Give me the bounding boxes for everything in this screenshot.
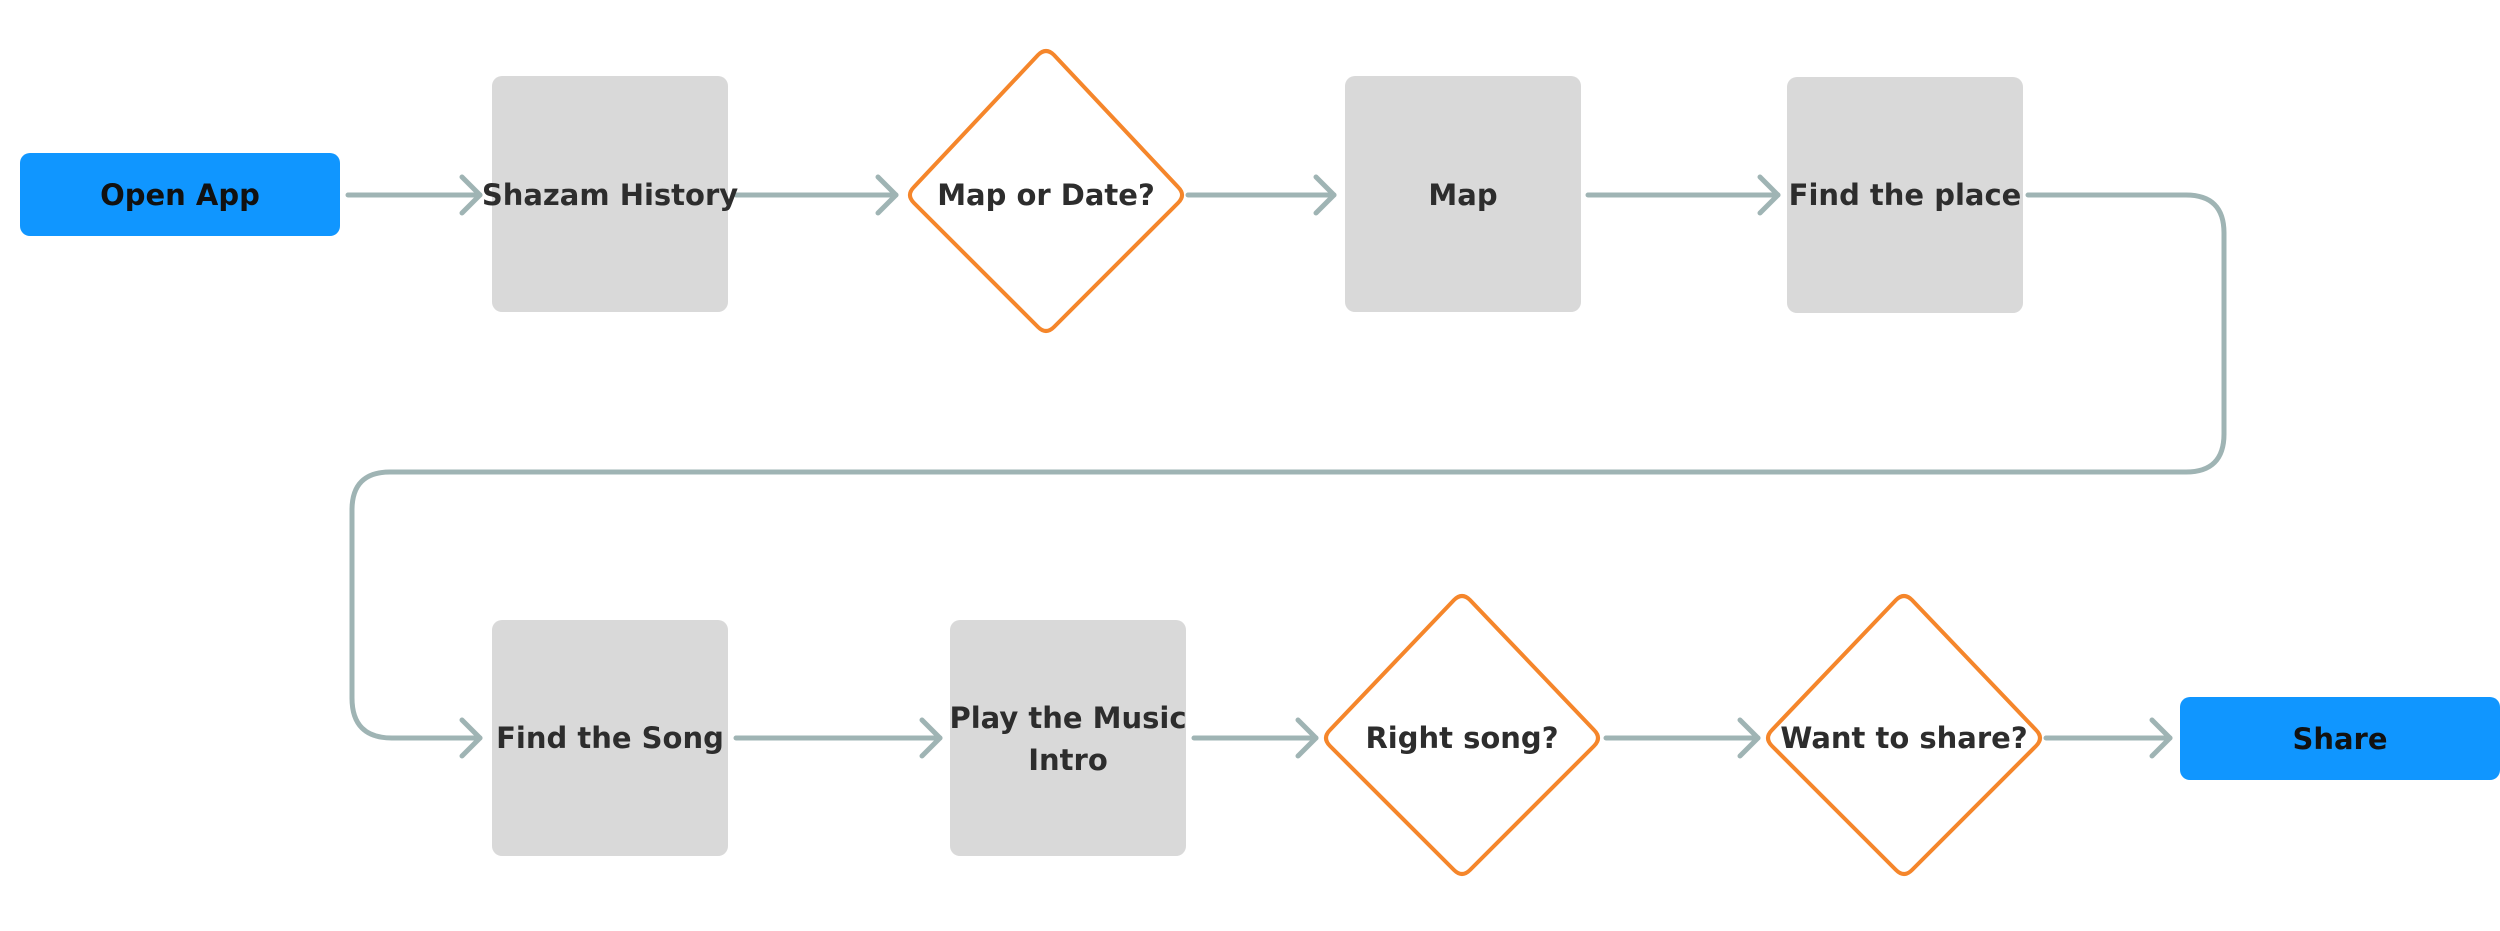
node-shazam-history: Shazam History <box>482 76 738 312</box>
process-shape <box>950 620 1186 856</box>
node-find-song: Find the Song <box>492 620 728 856</box>
edge-open-app-to-shazam-history <box>345 174 483 216</box>
decision-shape <box>908 49 1184 333</box>
edge-find-place-to-find-song <box>349 192 2227 759</box>
edge-find-song-to-play-music-intro <box>733 717 943 759</box>
node-want-to-share: Want to share? <box>1766 594 2042 876</box>
node-share: Share <box>2180 697 2500 780</box>
edge-want-to-share-to-share <box>2043 717 2173 759</box>
node-find-place: Find the place <box>1787 77 2023 313</box>
edge-play-music-intro-to-right-song <box>1191 717 1319 759</box>
terminal-shape <box>2180 697 2500 780</box>
edge-shazam-history-to-map-or-date <box>733 174 899 216</box>
decision-shape <box>1766 594 2042 876</box>
edge-map-to-find-place <box>1585 174 1781 216</box>
process-shape <box>1787 77 2023 313</box>
node-play-music-intro: Play the Music Intro <box>949 620 1187 856</box>
node-right-song: Right song? <box>1324 594 1600 876</box>
process-shape <box>492 76 728 312</box>
node-map-or-date: Map or Date? <box>908 49 1184 333</box>
node-map-label: Map <box>1428 178 1497 212</box>
node-play-music-intro-label-line1: Play the Music <box>949 701 1186 735</box>
node-find-song-label: Find the Song <box>496 721 724 755</box>
terminal-shape <box>20 153 340 236</box>
node-find-place-label: Find the place <box>1789 178 2022 212</box>
process-shape <box>1345 76 1581 312</box>
node-want-to-share-label: Want to share? <box>1780 721 2027 755</box>
node-map: Map <box>1345 76 1581 312</box>
edge-map-or-date-to-map <box>1185 174 1337 216</box>
edge-right-song-to-want-to-share <box>1603 717 1761 759</box>
decision-shape <box>1324 594 1600 876</box>
node-share-label: Share <box>2292 722 2387 756</box>
node-open-app: Open App <box>20 153 340 236</box>
node-map-or-date-label: Map or Date? <box>937 178 1155 212</box>
process-shape <box>492 620 728 856</box>
node-right-song-label: Right song? <box>1365 721 1558 755</box>
node-play-music-intro-label-line2: Intro <box>1028 743 1108 777</box>
node-shazam-history-label: Shazam History <box>482 178 738 212</box>
node-open-app-label: Open App <box>100 178 260 212</box>
